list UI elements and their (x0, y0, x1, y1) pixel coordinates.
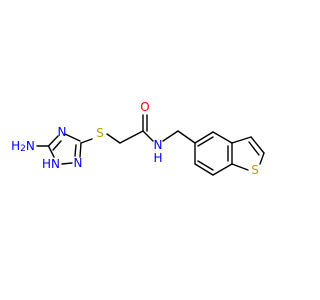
atom-label-layer: H2N N N HN S O N S H (11, 100, 259, 177)
bond-bz-5 (194, 163, 214, 176)
atom-triazole-n4-label: N (58, 125, 67, 139)
atom-thiophene-s-label: S (251, 163, 259, 177)
bond-n2-n1 (61, 162, 73, 165)
bond-c3-s (80, 138, 93, 144)
atom-triazole-n1h-label: HN (42, 157, 60, 171)
bond-s-ch2 (106, 133, 121, 144)
bond-th-1 (231, 136, 252, 144)
bond-n1-c5 (47, 145, 55, 158)
bond-th-3 (259, 152, 265, 165)
atom-amide-n-label: N (154, 138, 163, 152)
atom-triazole-n2-label: N (74, 156, 83, 170)
bond-c3-n2-double (74, 144, 77, 157)
bond-c3-n2 (79, 142, 82, 158)
bond-layer (36, 114, 265, 176)
bond-n-ch2 (162, 130, 179, 142)
bond-bz-1-inner (197, 136, 214, 147)
bond-th-2-inner (248, 141, 260, 156)
bond-ch2-ring (177, 130, 196, 144)
bond-bz-2 (212, 131, 233, 144)
bond-bz-5-inner (197, 160, 214, 171)
atom-amide-h-label: H (153, 151, 162, 165)
bond-th-2 (250, 136, 265, 154)
bond-c5-n4 (47, 135, 59, 147)
bond-n4-c3 (64, 133, 81, 142)
bond-carbonyl-n (142, 130, 154, 142)
molecule-structure-diagram: H2N N N HN S O N S H (11, 100, 265, 177)
bond-c5-n4-double (52, 140, 62, 151)
atom-thioether-s-label: S (96, 126, 104, 140)
bond-bz-4 (212, 163, 233, 176)
bond-ch2-carbonyl (119, 130, 144, 144)
atom-carbonyl-o-label: O (140, 100, 149, 114)
bond-th-4 (231, 163, 249, 171)
atom-amino-label: H2N (11, 139, 35, 154)
bond-bz-1 (194, 131, 214, 144)
